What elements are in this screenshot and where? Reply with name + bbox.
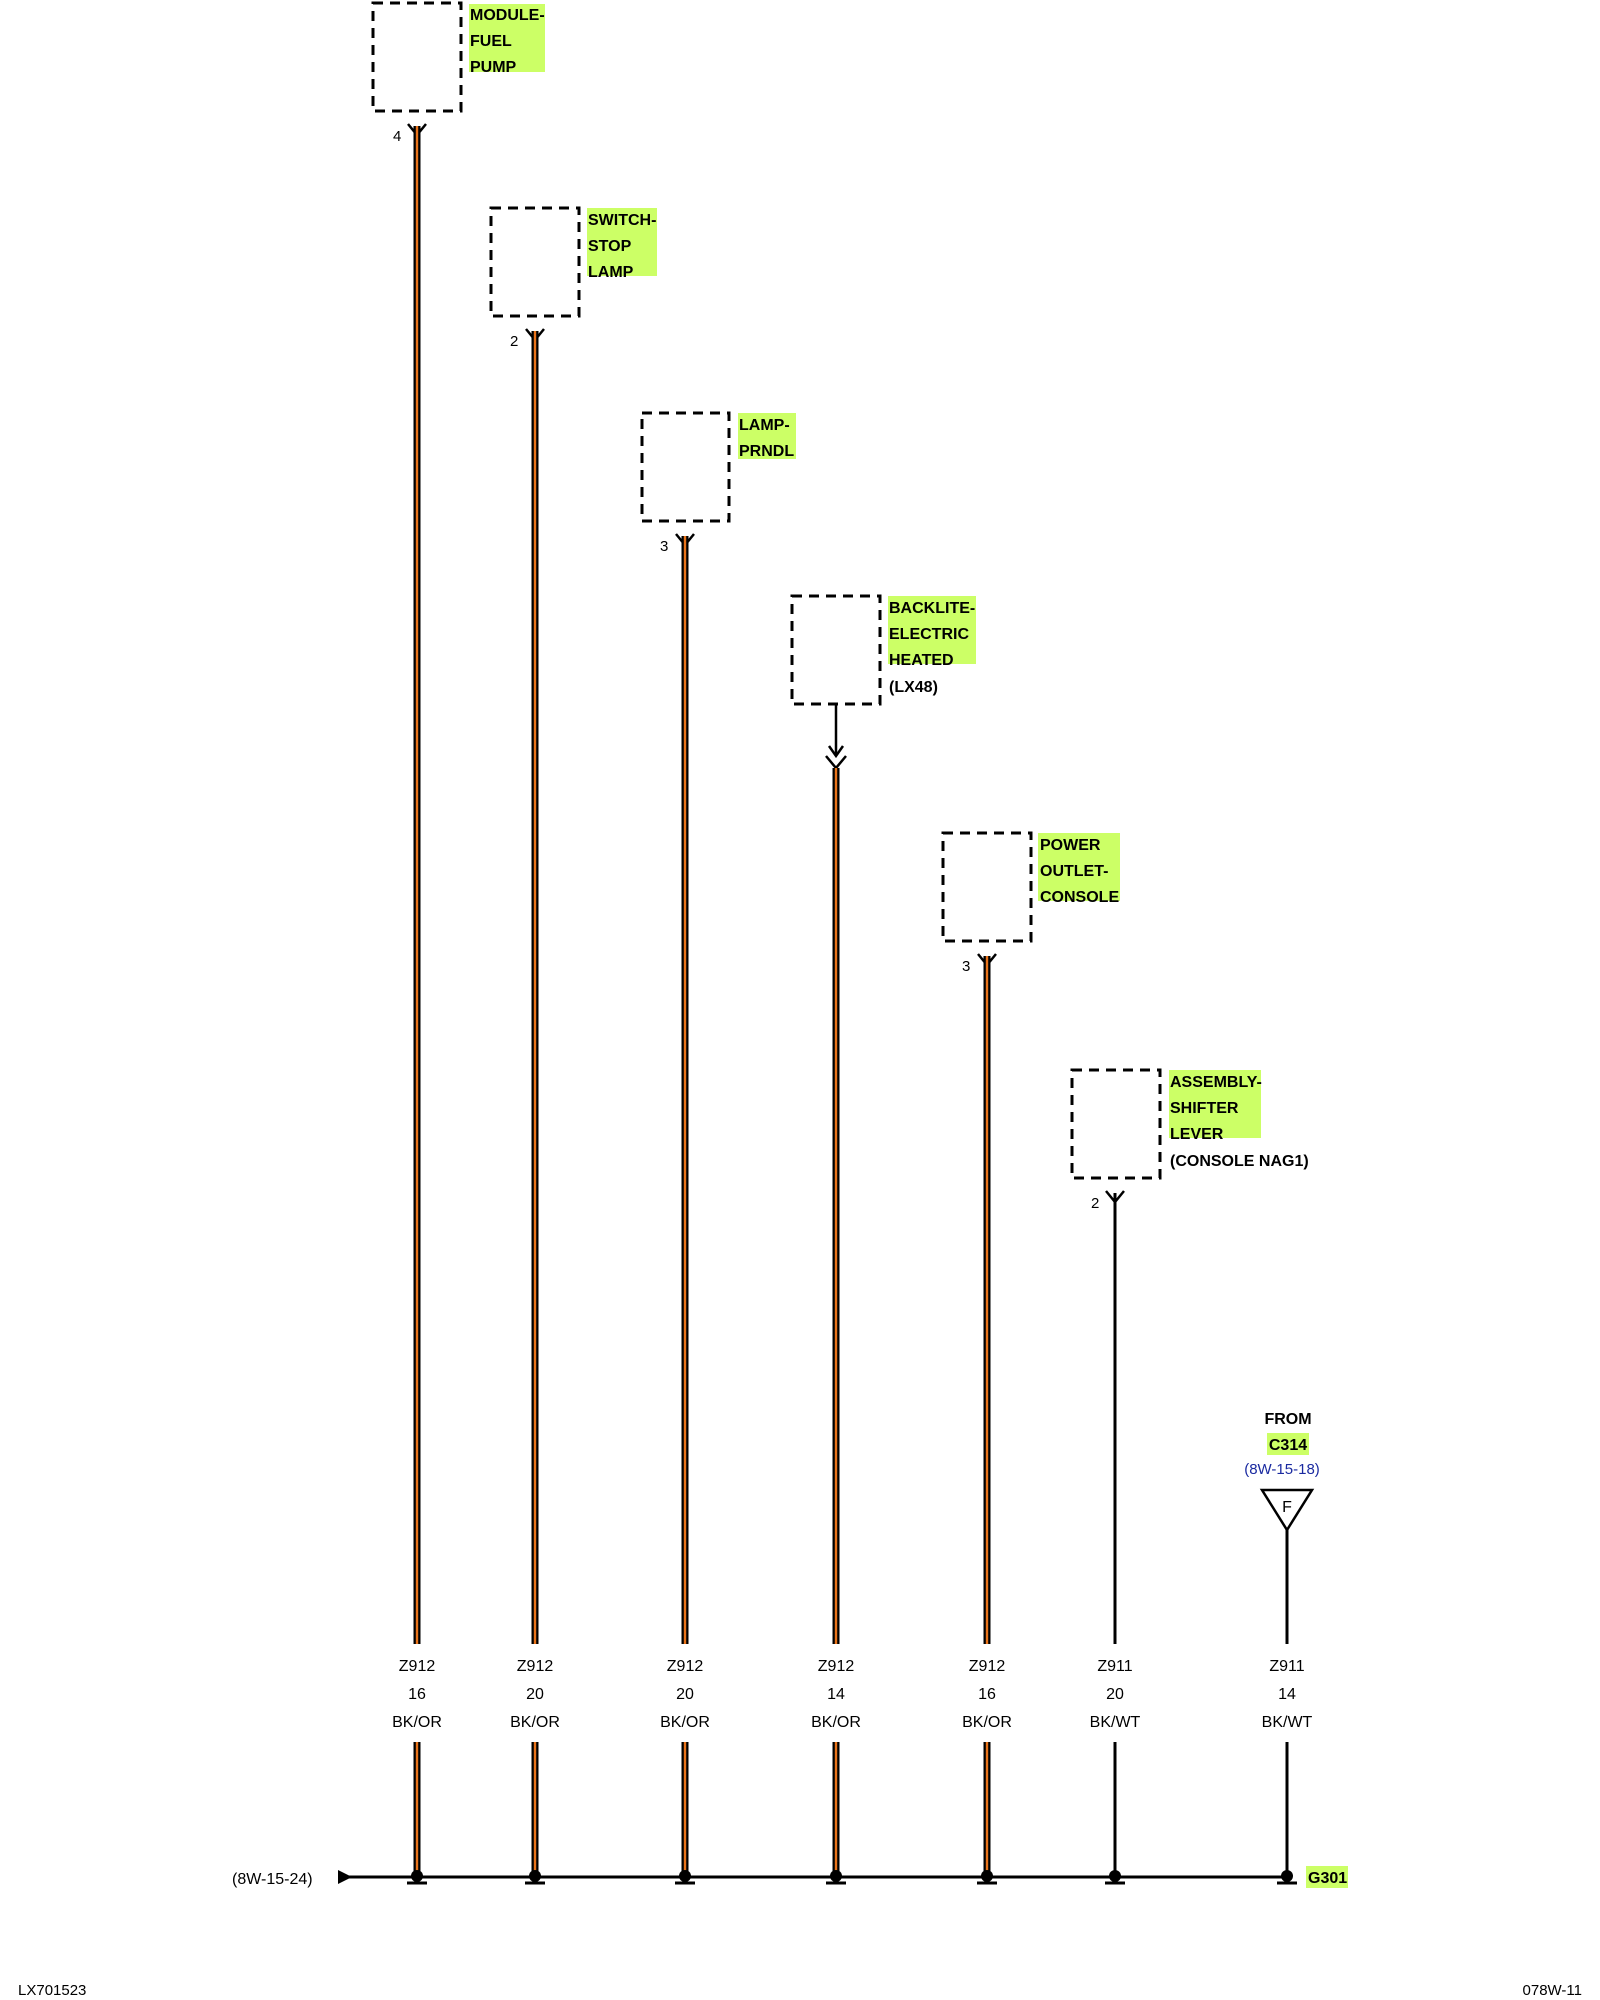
wire-circuit-label: Z912: [399, 1658, 436, 1675]
component-label-line: PUMP: [470, 59, 517, 76]
splice-triangle-icon: [1259, 1488, 1315, 1533]
wire-tracer: [683, 536, 687, 1644]
pin-number: 3: [660, 538, 668, 555]
wire-tracer: [415, 1742, 419, 1873]
wire-circuit-label: Z912: [818, 1658, 855, 1675]
component-box: [790, 594, 882, 706]
component-backlite-electric-heated: BACKLITE- ELECTRIC HEATED (LX48): [790, 594, 976, 770]
label-highlight: [738, 413, 796, 459]
male-connector-arrow-icon: [825, 704, 847, 770]
wire-color-label: BK/OR: [660, 1714, 710, 1731]
component-box: [640, 411, 731, 523]
label-highlight: [1038, 833, 1120, 901]
wire-color-label: BK/OR: [811, 1714, 861, 1731]
wire-tracer: [683, 1742, 687, 1873]
component-box: [371, 1, 463, 113]
component-label-line: BACKLITE-: [889, 600, 975, 617]
component-label-line: STOP: [588, 238, 632, 255]
label-highlight: [1267, 1433, 1309, 1455]
component-option-note: (CONSOLE NAG1): [1170, 1153, 1309, 1170]
wire-gauge-label: 14: [827, 1686, 845, 1703]
wire-gauge-label: 16: [408, 1686, 426, 1703]
wire-color-label: BK/WT: [1262, 1714, 1313, 1731]
wire-tracer: [533, 1742, 537, 1873]
wire-gauge-label: 14: [1278, 1686, 1296, 1703]
wire-tracer: [415, 126, 419, 1644]
component-module-fuel-pump: MODULE- FUEL PUMP 4: [371, 1, 545, 145]
wire-color-label: BK/OR: [510, 1714, 560, 1731]
component-label-line: HEATED: [889, 652, 954, 669]
wire-color-label: BK/OR: [392, 1714, 442, 1731]
wire-tracer: [533, 331, 537, 1644]
pin-number: 2: [1091, 1195, 1099, 1212]
component-label-line: OUTLET-: [1040, 863, 1108, 880]
left-page-ref-link[interactable]: (8W-15-24): [232, 1871, 313, 1888]
label-highlight: [1169, 1070, 1261, 1138]
component-lamp-prndl: LAMP- PRNDL 3: [640, 411, 796, 555]
wires-layer: Z91216BK/ORZ91220BK/ORZ91220BK/ORZ91214B…: [392, 126, 1313, 1885]
from-connector-block: FROM C314 (8W-15-18) F: [1244, 1411, 1320, 1533]
component-label-line: MODULE-: [470, 7, 545, 24]
component-option-note: (LX48): [889, 679, 938, 696]
wire-gauge-label: 20: [526, 1686, 544, 1703]
pin-number: 3: [962, 958, 970, 975]
component-assembly-shifter-lever: ASSEMBLY- SHIFTER LEVER (CONSOLE NAG1) 2: [1070, 1068, 1309, 1212]
wire-circuit-label: Z911: [1097, 1658, 1132, 1675]
from-page-ref-link[interactable]: (8W-15-18): [1244, 1461, 1320, 1478]
wire-tracer: [834, 768, 838, 1644]
arrow-right-icon: [338, 1870, 352, 1884]
wire-tracer: [834, 1742, 838, 1873]
pin-number: 2: [510, 333, 518, 350]
wire-color-label: BK/OR: [962, 1714, 1012, 1731]
component-label-line: ELECTRIC: [889, 626, 969, 643]
pin-number: 4: [393, 128, 401, 145]
component-label-line: SWITCH-: [588, 212, 656, 229]
splice-dot-icon: [1281, 1870, 1293, 1882]
component-label-line: LAMP: [588, 264, 634, 281]
label-highlight: [587, 208, 657, 276]
component-label-line: FUEL: [470, 33, 512, 50]
from-label: FROM: [1264, 1411, 1311, 1428]
ground-label: G301: [1308, 1870, 1347, 1887]
wire-tracer: [985, 1742, 989, 1873]
wire-circuit-label: Z912: [969, 1658, 1006, 1675]
component-box: [1070, 1068, 1162, 1180]
component-label-line: SHIFTER: [1170, 1100, 1239, 1117]
component-box: [941, 831, 1033, 943]
label-highlight: [469, 4, 545, 72]
component-label-line: POWER: [1040, 837, 1101, 854]
wire-circuit-label: Z912: [667, 1658, 704, 1675]
component-label-line: ASSEMBLY-: [1170, 1074, 1262, 1091]
wire-gauge-label: 20: [1106, 1686, 1124, 1703]
footer-page-number: 078W-11: [1523, 1982, 1582, 1999]
label-highlight: [1306, 1866, 1348, 1888]
wire-gauge-label: 16: [978, 1686, 996, 1703]
component-label-line: LAMP-: [739, 417, 790, 434]
label-highlight: [888, 596, 976, 664]
component-label-line: PRNDL: [739, 443, 794, 460]
from-connector-id: C314: [1269, 1437, 1307, 1454]
wire-circuit-label: Z912: [517, 1658, 554, 1675]
component-power-outlet-console: POWER OUTLET- CONSOLE 3: [941, 831, 1120, 975]
wire-circuit-label: Z911: [1269, 1658, 1304, 1675]
component-label-line: CONSOLE: [1040, 889, 1119, 906]
splice-letter: F: [1282, 1499, 1292, 1516]
component-switch-stop-lamp: SWITCH- STOP LAMP 2: [489, 206, 657, 350]
wire-color-label: BK/WT: [1090, 1714, 1141, 1731]
wire-gauge-label: 20: [676, 1686, 694, 1703]
footer-diagram-id: LX701523: [18, 1982, 86, 1999]
component-label-line: LEVER: [1170, 1126, 1224, 1143]
wire-tracer: [985, 956, 989, 1644]
ground-bus: (8W-15-24) G301: [232, 1866, 1348, 1888]
component-box: [489, 206, 581, 318]
